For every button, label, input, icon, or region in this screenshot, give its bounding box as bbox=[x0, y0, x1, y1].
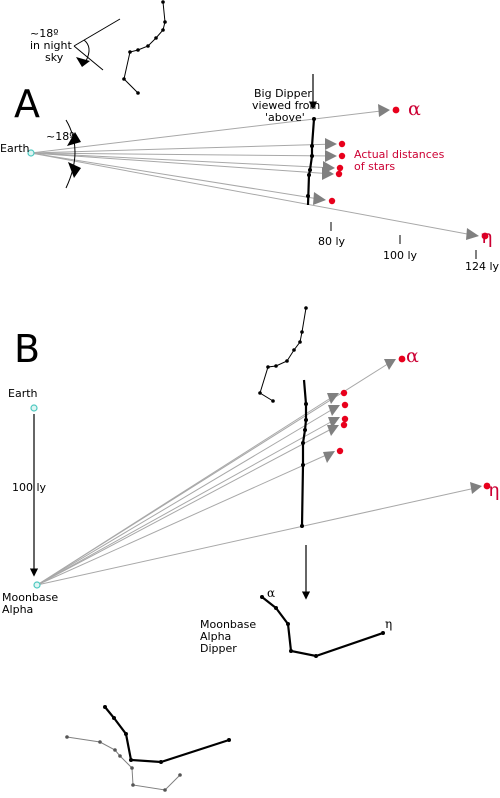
moonbase-label-1: Moonbase bbox=[2, 591, 58, 604]
tick-label-100: 100 ly bbox=[383, 249, 418, 262]
panel-b-ray-arrowheads bbox=[323, 359, 482, 494]
eta-small-label: η bbox=[385, 617, 392, 631]
panel-a-rays bbox=[30, 109, 479, 237]
distances-label-1: Actual distances bbox=[354, 148, 445, 161]
sky-angle-label-1: ~18º bbox=[30, 27, 58, 40]
view-label-3: 'above' bbox=[265, 111, 305, 124]
earth-label-b: Earth bbox=[8, 387, 38, 400]
dipper-side-view-a bbox=[306, 117, 316, 206]
panel-b-rays bbox=[36, 359, 481, 586]
tick-label-80: 80 ly bbox=[318, 235, 346, 248]
moonbase-alpha-dipper bbox=[260, 595, 385, 658]
panel-b-letter: B bbox=[14, 327, 40, 371]
comparison-dipper-thick bbox=[103, 705, 231, 764]
night-sky-angle bbox=[73, 18, 121, 71]
alpha-label-a: α bbox=[408, 98, 421, 120]
earth-marker bbox=[27, 149, 35, 157]
panel-a-letter: A bbox=[14, 82, 40, 126]
distance-ticks bbox=[330, 222, 477, 259]
earth-label: Earth bbox=[0, 142, 30, 155]
moonbase-marker bbox=[33, 581, 41, 589]
tick-label-124: 124 ly bbox=[465, 260, 500, 273]
stars-actual-b bbox=[336, 355, 491, 490]
view-label-1: Big Dipper bbox=[254, 87, 312, 100]
sky-angle-label-3: sky bbox=[45, 51, 64, 64]
view-label-2: viewed from bbox=[252, 99, 320, 112]
panel-a-ray-arrowheads bbox=[313, 104, 479, 240]
stars-actual-a bbox=[328, 106, 489, 240]
earth-marker-b bbox=[30, 404, 38, 412]
sky-dipper-b bbox=[258, 306, 308, 403]
eta-label-a: η bbox=[481, 226, 492, 248]
moonbase-label-2: Alpha bbox=[2, 603, 33, 616]
earth-angle-label: ~18º bbox=[46, 130, 74, 143]
dipper-label-3: Dipper bbox=[200, 642, 237, 655]
distance-label-b: 100 ly bbox=[12, 481, 47, 494]
alpha-small-label: α bbox=[267, 586, 275, 600]
dipper-label-1: Moonbase bbox=[200, 618, 256, 631]
dipper-side-view-b bbox=[300, 379, 308, 528]
dipper-label-2: Alpha bbox=[200, 630, 231, 643]
distances-label-2: of stars bbox=[354, 160, 395, 173]
sky-angle-label-2: in night bbox=[30, 39, 73, 52]
alpha-label-b: α bbox=[406, 345, 419, 367]
comparison-dipper-thin bbox=[65, 735, 182, 792]
eta-label-b: η bbox=[488, 479, 499, 501]
earth-angle-arc bbox=[65, 119, 81, 189]
sky-dipper-small bbox=[122, 0, 167, 95]
angle-arrowhead bbox=[76, 57, 90, 67]
